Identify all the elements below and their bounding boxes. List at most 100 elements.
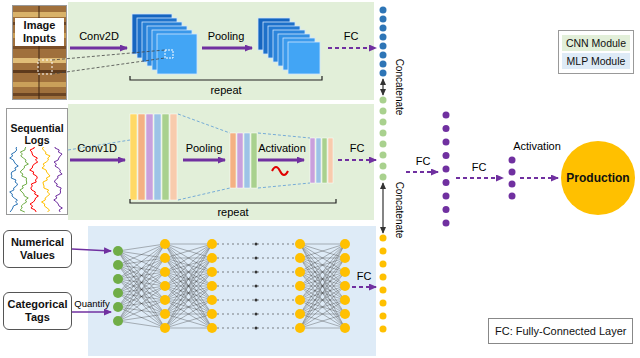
flow-arrow bbox=[70, 159, 125, 162]
layer-label: Pooling bbox=[208, 30, 245, 43]
concat-label: Concatenate bbox=[393, 59, 406, 116]
neuron bbox=[160, 281, 170, 291]
network-link bbox=[118, 258, 165, 321]
network-link bbox=[300, 314, 345, 328]
core-split bbox=[39, 5, 40, 100]
network-link bbox=[300, 258, 345, 328]
fc-arrow bbox=[456, 177, 503, 179]
feature-vector bbox=[380, 70, 387, 77]
network-link bbox=[300, 244, 345, 286]
network-link bbox=[118, 244, 165, 321]
network-link bbox=[165, 244, 212, 258]
layer-label: Activation bbox=[258, 142, 306, 155]
legend-row: CNN Module bbox=[562, 35, 630, 51]
network-link bbox=[300, 244, 345, 314]
neuron bbox=[207, 295, 217, 305]
neuron bbox=[113, 288, 123, 298]
feature-vector bbox=[380, 108, 387, 115]
node-text: FC: Fully-Connected Layer bbox=[495, 325, 626, 338]
input-arrow bbox=[72, 311, 111, 313]
projection-line bbox=[258, 133, 310, 138]
network-link bbox=[212, 286, 300, 287]
network-link bbox=[165, 244, 212, 286]
legend-text: CNN Module bbox=[562, 35, 630, 51]
fc-label: FC bbox=[357, 270, 372, 283]
feature-vector bbox=[443, 112, 450, 119]
network-link bbox=[165, 258, 212, 328]
neuron bbox=[207, 281, 217, 291]
neuron bbox=[207, 239, 217, 249]
layer-label: Activation bbox=[513, 140, 561, 153]
feature-vector bbox=[380, 326, 387, 333]
quantify-label: Quantify bbox=[74, 297, 109, 310]
network-link bbox=[118, 244, 165, 279]
neuron bbox=[207, 253, 217, 263]
neuron bbox=[340, 239, 350, 249]
network-link bbox=[300, 272, 345, 328]
neuron bbox=[295, 267, 305, 277]
neuron bbox=[340, 295, 350, 305]
node-text: Categorical Tags bbox=[6, 298, 69, 324]
input-title: Image Inputs bbox=[15, 18, 64, 46]
feature-vector bbox=[380, 43, 387, 50]
log-curve bbox=[54, 142, 63, 212]
feature-vector bbox=[380, 287, 387, 294]
projection-line bbox=[178, 114, 230, 133]
circle-shape bbox=[560, 140, 636, 216]
network-link bbox=[165, 286, 212, 328]
mlp-panel bbox=[88, 226, 376, 356]
network-link bbox=[118, 244, 165, 293]
network-link bbox=[165, 244, 212, 245]
network-link bbox=[165, 244, 212, 300]
network-link bbox=[300, 244, 345, 258]
feature-vector bbox=[380, 141, 387, 148]
legend-swatch bbox=[562, 35, 630, 51]
neuron bbox=[207, 309, 217, 319]
feature-vector bbox=[380, 25, 387, 32]
network-link bbox=[118, 321, 165, 328]
neuron bbox=[207, 323, 217, 333]
network-link bbox=[118, 251, 165, 328]
projection-line bbox=[178, 188, 230, 200]
feature-vector bbox=[509, 169, 516, 176]
network-link bbox=[165, 244, 212, 314]
layer-label: Conv2D bbox=[79, 30, 119, 43]
neuron bbox=[160, 253, 170, 263]
network-link bbox=[165, 244, 212, 286]
conv1d-map bbox=[154, 114, 161, 200]
conv1d-map bbox=[322, 138, 327, 183]
conv1d-map bbox=[310, 138, 315, 183]
input-box: Numerical Values bbox=[3, 230, 72, 268]
network-link bbox=[300, 244, 345, 314]
neuron bbox=[113, 274, 123, 284]
log-curve bbox=[42, 142, 51, 212]
note-box: FC: Fully-Connected Layer bbox=[488, 318, 633, 344]
neuron bbox=[295, 253, 305, 263]
ellipsis-dot bbox=[255, 243, 258, 246]
network-link bbox=[300, 244, 345, 272]
projection-line bbox=[52, 50, 165, 60]
feature-vector bbox=[443, 206, 450, 213]
network-link bbox=[300, 300, 345, 328]
fc-label: FC bbox=[344, 30, 359, 43]
neuron bbox=[295, 281, 305, 291]
feature-vector bbox=[380, 300, 387, 307]
conv1d-map bbox=[237, 133, 243, 188]
feature-vector bbox=[443, 152, 450, 159]
feature-vector bbox=[509, 193, 516, 200]
output-circle: Production bbox=[560, 140, 636, 216]
neuron bbox=[295, 323, 305, 333]
network-link bbox=[212, 314, 300, 315]
feature-vector bbox=[509, 157, 516, 164]
feature-vector bbox=[380, 16, 387, 23]
network-link bbox=[165, 244, 212, 300]
patch-box bbox=[38, 60, 52, 74]
projection-line bbox=[258, 183, 310, 188]
feature-map bbox=[157, 34, 197, 74]
conv1d-map bbox=[146, 114, 153, 200]
conv1d-map bbox=[138, 114, 145, 200]
feature-vector bbox=[380, 163, 387, 170]
network-link bbox=[165, 300, 212, 328]
network-link bbox=[165, 272, 212, 328]
feature-vector bbox=[380, 52, 387, 59]
